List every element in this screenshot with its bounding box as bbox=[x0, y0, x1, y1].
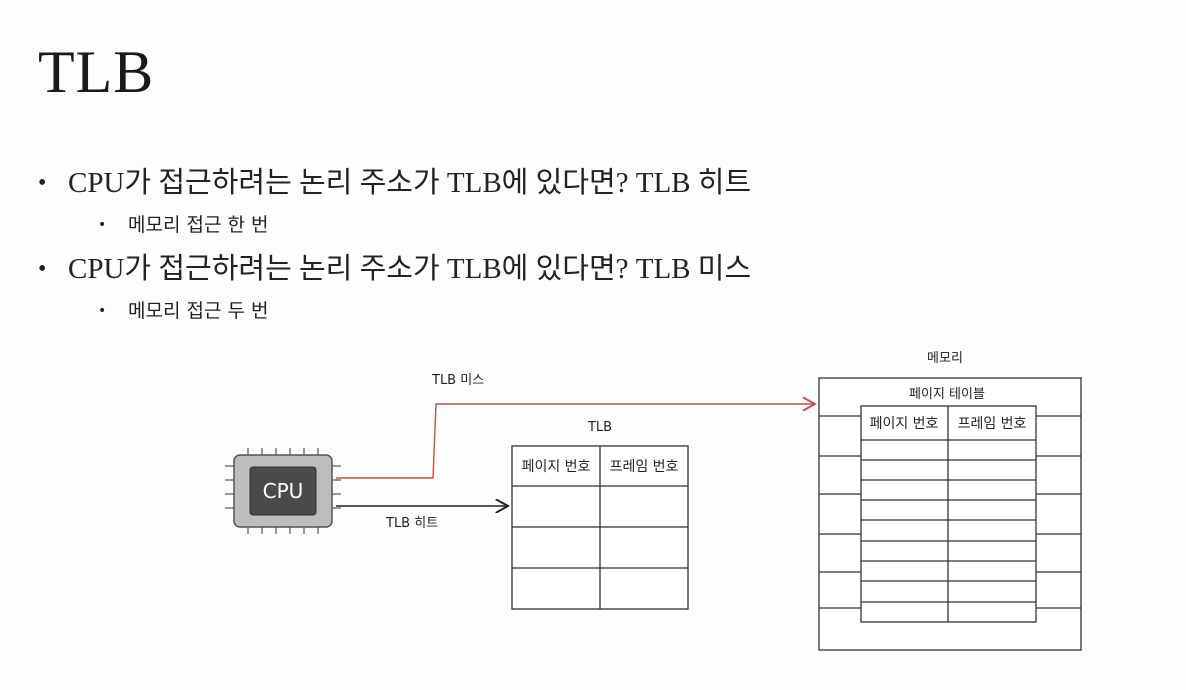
tlb-header-frame-number: 프레임 번호 bbox=[610, 459, 679, 475]
bullet-list: CPU가 접근하려는 논리 주소가 TLB에 있다면? TLB 히트 메모리 접… bbox=[38, 162, 1138, 334]
tlb-miss-label: TLB 미스 bbox=[431, 373, 484, 388]
tlb-header-page-number: 페이지 번호 bbox=[522, 459, 591, 475]
page-table-header-page-number: 페이지 번호 bbox=[870, 416, 939, 432]
tlb-hit-label: TLB 히트 bbox=[385, 516, 438, 531]
page-table-title: 페이지 테이블 bbox=[909, 387, 985, 402]
cpu-label: CPU bbox=[263, 479, 304, 503]
page-table bbox=[860, 405, 1037, 623]
tlb-title: TLB bbox=[587, 420, 612, 435]
sub-bullet-one-access: 메모리 접근 한 번 bbox=[38, 204, 1138, 246]
cpu-chip-icon bbox=[225, 448, 341, 534]
tlb-table bbox=[511, 445, 689, 610]
tlb-miss-arrow bbox=[336, 404, 815, 479]
slide-title: TLB bbox=[38, 39, 155, 105]
memory-title: 메모리 bbox=[927, 351, 963, 366]
bullet-tlb-miss: CPU가 접근하려는 논리 주소가 TLB에 있다면? TLB 미스 bbox=[38, 248, 1138, 290]
page-table-header-frame-number: 프레임 번호 bbox=[958, 416, 1027, 432]
sub-bullet-two-access: 메모리 접근 두 번 bbox=[38, 290, 1138, 332]
bullet-tlb-hit: CPU가 접근하려는 논리 주소가 TLB에 있다면? TLB 히트 bbox=[38, 162, 1138, 204]
